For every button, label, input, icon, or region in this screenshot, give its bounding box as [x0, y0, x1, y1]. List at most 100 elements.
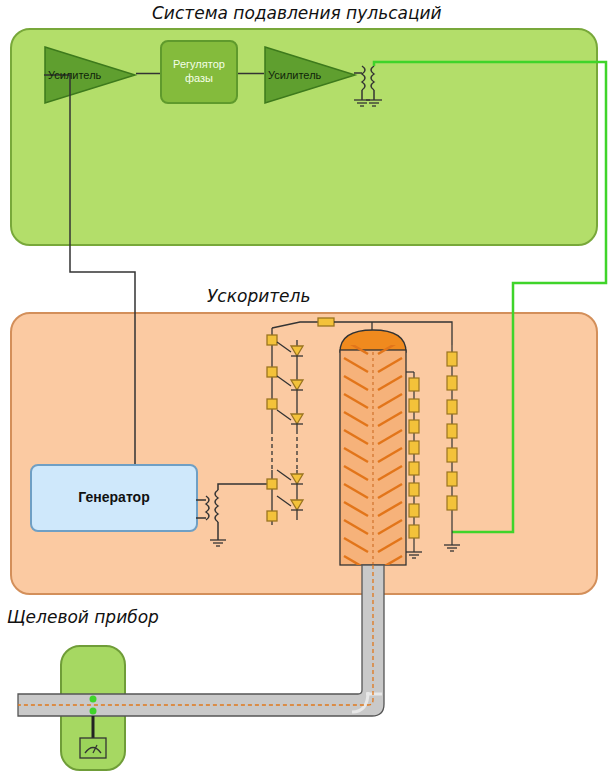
accelerator-column	[344, 484, 368, 498]
resistor-chain	[451, 532, 452, 545]
amplifier-outline	[265, 47, 355, 103]
hv-line	[371, 322, 372, 332]
resistor-chain	[409, 378, 419, 391]
output-transformer	[373, 90, 375, 100]
ground-symbol	[412, 557, 416, 558]
resistor-chain	[447, 352, 457, 366]
ground-symbol	[210, 100, 460, 558]
beam-tube	[18, 565, 384, 716]
accelerator-column	[344, 466, 368, 480]
accelerator-column	[340, 330, 406, 352]
generator-transformer	[206, 496, 209, 520]
accelerator-column	[344, 345, 402, 565]
amplifier-label: Усилитель	[48, 69, 101, 81]
accelerator-column	[378, 358, 402, 372]
resistor-chain	[406, 345, 457, 552]
voltage-multiplier	[291, 389, 303, 390]
slit-detector	[90, 696, 97, 703]
resistor-chain	[447, 496, 457, 510]
ground-symbol	[210, 539, 226, 540]
slit-device-panel: Щелевой прибор	[60, 645, 126, 771]
voltage-multiplier	[267, 479, 277, 489]
voltage-multiplier	[277, 376, 291, 386]
accelerator-column	[344, 430, 368, 444]
hv-line	[318, 318, 334, 326]
panel-heading: Ускоритель	[207, 286, 310, 306]
accelerator-column	[378, 556, 402, 565]
ground-symbol	[354, 99, 370, 100]
amplifier-triangle: Усилитель	[44, 46, 136, 104]
panel-heading: Система подавления пульсаций	[152, 3, 442, 23]
voltage-multiplier	[267, 322, 318, 525]
voltage-multiplier	[291, 346, 303, 356]
beam-tube	[18, 565, 373, 705]
hv-line	[318, 318, 452, 345]
accelerator-column	[378, 484, 402, 498]
accelerator-column	[378, 345, 402, 354]
generator-transformer	[217, 522, 219, 540]
voltage-multiplier	[296, 470, 297, 520]
resistor-chain	[413, 372, 414, 552]
system-panel: Система подавления пульсацийУсилительРег…	[10, 28, 598, 246]
voltage-multiplier	[291, 474, 303, 484]
voltage-multiplier	[267, 511, 277, 521]
ground-symbol	[216, 545, 220, 546]
accelerator-column	[344, 394, 368, 408]
voltage-multiplier	[291, 380, 303, 390]
resistor-chain	[447, 400, 457, 414]
accelerator-column	[378, 502, 402, 516]
accelerator-column	[378, 538, 402, 552]
accelerator-column	[344, 448, 368, 462]
voltage-multiplier	[291, 355, 303, 356]
feedback-wire	[374, 62, 606, 532]
voltage-multiplier	[277, 470, 291, 480]
amplifier-triangle: Усилитель	[264, 46, 356, 104]
accelerator-column	[344, 556, 368, 565]
resistor-chain	[447, 424, 457, 438]
resistor-chain	[409, 399, 419, 412]
generator-transformer	[215, 490, 218, 522]
box-label: Регулятор фазы	[168, 58, 230, 86]
accelerator-panel: УскорительГенератор	[10, 312, 598, 595]
slit-detector	[80, 738, 106, 758]
accelerator-column	[344, 502, 368, 516]
output-transformer	[354, 66, 374, 100]
accelerator-column	[344, 376, 368, 390]
signal-wire	[238, 73, 264, 75]
voltage-multiplier	[267, 399, 277, 409]
slit-detector	[92, 716, 95, 738]
resistor-chain	[447, 472, 457, 486]
phase-regulator-box: Регулятор фазы	[160, 40, 238, 104]
amplifier-label: Усилитель	[268, 69, 321, 81]
voltage-multiplier	[267, 335, 277, 345]
ground-symbol	[366, 99, 382, 100]
generator-transformer	[196, 499, 206, 501]
accelerator-column	[344, 358, 368, 372]
beam-tube	[18, 565, 384, 716]
voltage-multiplier	[272, 322, 318, 328]
ground-symbol	[360, 105, 364, 106]
accelerator-column	[378, 448, 402, 462]
output-transformer	[362, 66, 365, 90]
accelerator-column	[344, 538, 368, 552]
resistor-chain	[409, 441, 419, 454]
generator-transformer	[218, 484, 272, 490]
voltage-multiplier	[291, 500, 303, 510]
resistor-chain	[451, 345, 452, 532]
accelerator-column	[340, 350, 406, 565]
slit-detector	[85, 748, 101, 754]
accelerator-column	[378, 520, 402, 534]
ground-symbol	[409, 554, 419, 555]
ground-symbol	[447, 547, 457, 548]
resistor-chain	[409, 483, 419, 496]
voltage-multiplier	[291, 483, 303, 484]
voltage-multiplier	[271, 470, 272, 525]
accelerator-column	[373, 352, 374, 565]
accelerator-column	[344, 412, 368, 426]
ground-symbol	[213, 542, 223, 543]
voltage-multiplier	[277, 410, 291, 420]
generator-transformer	[196, 517, 206, 519]
box-label: Генератор	[78, 489, 149, 507]
